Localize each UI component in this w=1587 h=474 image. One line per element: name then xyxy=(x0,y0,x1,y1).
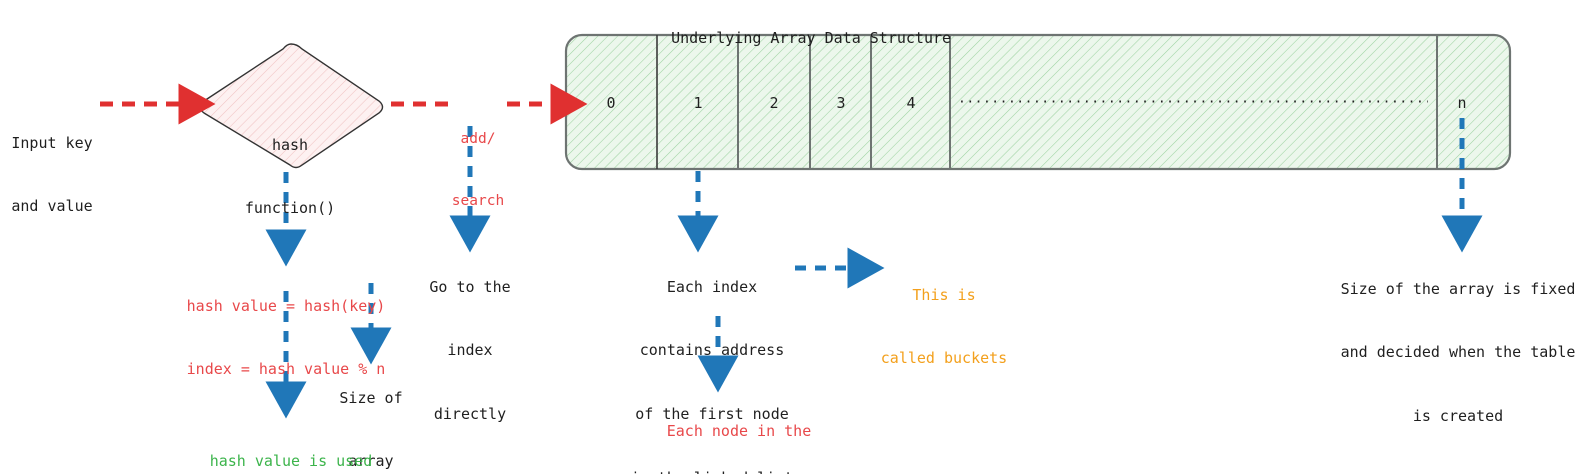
size-of-array-label: Size of array xyxy=(301,345,441,474)
hash-usage-label: hash value is used only to find index xyxy=(161,408,421,474)
diagram-title: Underlying Array Data Structure xyxy=(593,7,993,71)
edge-label-add-search: add/ search xyxy=(418,88,538,253)
goto-index-label: Go to the index directly xyxy=(385,234,555,468)
array-size-note-label: Size of the array is fixed and decided w… xyxy=(1313,236,1587,470)
hash-output-line-1: hash value = hash(key) xyxy=(186,296,386,315)
hash-output-label: hash value = hash(key) index = hash valu… xyxy=(136,253,436,423)
hash-function-line-1: hash xyxy=(271,135,309,154)
array-size-note-line-3: is created xyxy=(1412,407,1504,426)
array-size-note-line-1: Size of the array is fixed xyxy=(1340,279,1576,298)
input-line-1: Input key xyxy=(11,133,93,152)
hash-output-line-2: index = hash value % n xyxy=(186,360,386,379)
buckets-line-1: This is xyxy=(912,285,976,304)
each-index-line-3: of the first node xyxy=(635,405,789,424)
hash-usage-line-1: hash value is used xyxy=(209,451,373,470)
array-cell-4[interactable]: 4 xyxy=(906,94,916,112)
array-cell-n[interactable]: n xyxy=(1457,94,1467,112)
add-search-line-1: add/ xyxy=(460,131,496,148)
input-line-2: and value xyxy=(11,197,93,216)
array-cell-0[interactable]: 0 xyxy=(606,94,616,112)
input-key-value-label: Input key and value xyxy=(0,90,117,260)
goto-index-line-1: Go to the xyxy=(429,277,511,296)
array-cell-3[interactable]: 3 xyxy=(836,94,846,112)
hash-function-line-2: function() xyxy=(244,199,336,218)
each-index-line-2: contains address xyxy=(639,341,785,360)
buckets-label: This is called buckets xyxy=(834,242,1054,412)
node-contents-line-1: Each node in the xyxy=(666,421,812,440)
goto-index-line-2: index xyxy=(447,341,493,360)
buckets-line-2: called buckets xyxy=(880,349,1008,368)
each-index-label: Each index contains address of the first… xyxy=(597,234,827,474)
node-contents-label: Each node in the linked list contains ke… xyxy=(594,378,884,474)
hash-function-label: hash function() xyxy=(210,92,370,262)
size-of-array-line-1: Size of xyxy=(339,388,403,407)
array-size-note-line-2: and decided when the table xyxy=(1340,343,1576,362)
diagram-title-text: Underlying Array Data Structure xyxy=(671,29,952,48)
goto-index-line-3: directly xyxy=(433,405,507,424)
add-search-line-2: search xyxy=(451,192,505,209)
hash-function-node xyxy=(199,43,384,169)
array-cell-2[interactable]: 2 xyxy=(769,94,779,112)
size-of-array-line-2: array xyxy=(348,452,394,471)
each-index-line-1: Each index xyxy=(666,277,758,296)
each-index-line-4: in the linked list xyxy=(597,468,827,474)
array-cell-1[interactable]: 1 xyxy=(693,94,703,112)
array-cell-ellipsis: ········································… xyxy=(958,95,1428,110)
